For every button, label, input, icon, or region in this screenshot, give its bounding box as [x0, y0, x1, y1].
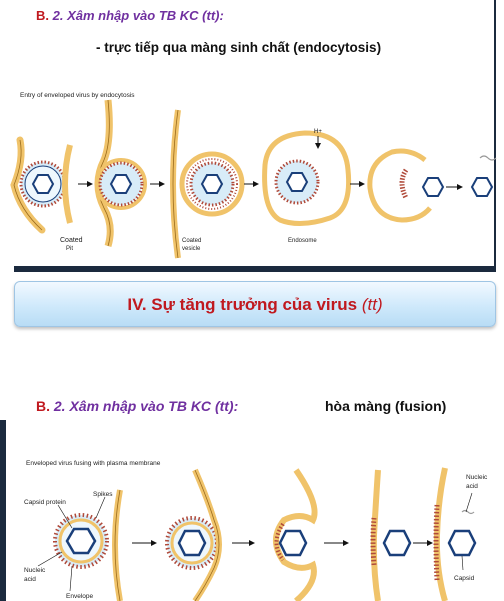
- slide-endocytosis: B. 2. Xâm nhập vào TB KC (tt): - trực ti…: [14, 0, 496, 272]
- fusion-label: hòa màng (fusion): [325, 398, 447, 414]
- label-coated-pit-1: Coated: [60, 237, 83, 244]
- figure1-title: Entry of enveloped virus by endocytosis: [20, 92, 135, 99]
- label-nucleic-acid-1: Nucleic: [24, 567, 46, 574]
- hplus-label: H+: [314, 129, 322, 135]
- label-right-nucleic-2: acid: [466, 483, 478, 490]
- heading-tt: (tt):: [202, 8, 224, 23]
- label-envelope: Envelope: [66, 593, 93, 600]
- heading2-letter: B.: [36, 398, 50, 414]
- label-leaders: [37, 496, 106, 592]
- released-capsid: [470, 155, 497, 197]
- heading-text: 2. Xâm nhập vào TB KC: [52, 8, 199, 23]
- label-capsid: Capsid: [454, 575, 475, 582]
- stage-release: [367, 148, 445, 223]
- heading2-text: 2. Xâm nhập vào TB KC: [53, 398, 212, 414]
- label-coated-vesicle-1: Coated: [182, 238, 201, 244]
- section-title-text: IV. Sự tăng trưởng của virus: [127, 295, 358, 314]
- stage-endosome: H+: [262, 129, 352, 226]
- fusion-stage-4: [370, 469, 412, 601]
- figure2-title: Enveloped virus fusing with plasma membr…: [26, 460, 161, 467]
- section-title: IV. Sự tăng trưởng của virus (tt): [15, 295, 495, 315]
- fusion-stage-1: [53, 489, 123, 601]
- stage-coated-vesicle: [170, 109, 245, 259]
- slide1-subtitle: - trực tiếp qua màng sinh chất (endocyto…: [96, 40, 382, 55]
- label-coated-pit-2: Pit: [66, 246, 73, 252]
- slide2-heading: B. 2. Xâm nhập vào TB KC (tt):: [36, 398, 238, 414]
- label-endosome: Endosome: [288, 238, 317, 244]
- slide1-heading: B. 2. Xâm nhập vào TB KC (tt):: [36, 8, 224, 23]
- fusion-stage-2: [165, 468, 222, 601]
- label-coated-vesicle-2: vesicle: [182, 246, 201, 252]
- virus-particle: [19, 160, 67, 208]
- section-title-band: IV. Sự tăng trưởng của virus (tt): [14, 281, 496, 327]
- label-nucleic-acid-2: acid: [24, 576, 36, 583]
- label-capsid-protein: Capsid protein: [24, 499, 66, 506]
- stage-coated-pit: [10, 136, 73, 234]
- label-spikes: Spikes: [93, 491, 113, 498]
- label-right-nucleic-1: Nucleic: [466, 474, 488, 481]
- fusion-stage-3: [273, 468, 318, 601]
- slide-edge: [0, 420, 6, 601]
- heading2-tt: (tt):: [214, 398, 239, 414]
- stage-invagination: [94, 99, 147, 248]
- section-title-tt: (tt): [361, 295, 383, 314]
- heading-letter: B.: [36, 8, 49, 23]
- fusion-stage-5: [433, 467, 477, 601]
